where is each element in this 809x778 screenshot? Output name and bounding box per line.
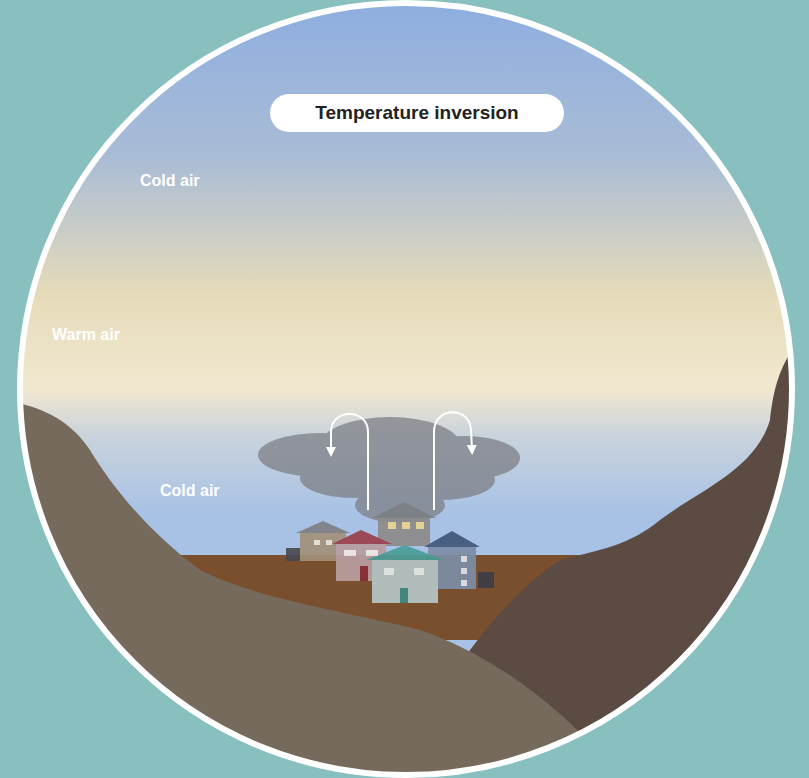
title-pill: Temperature inversion: [270, 94, 564, 132]
air-label: Warm air: [52, 326, 120, 344]
air-label: Cold air: [140, 172, 200, 190]
title-text: Temperature inversion: [315, 102, 518, 123]
air-label: Cold air: [160, 482, 220, 500]
